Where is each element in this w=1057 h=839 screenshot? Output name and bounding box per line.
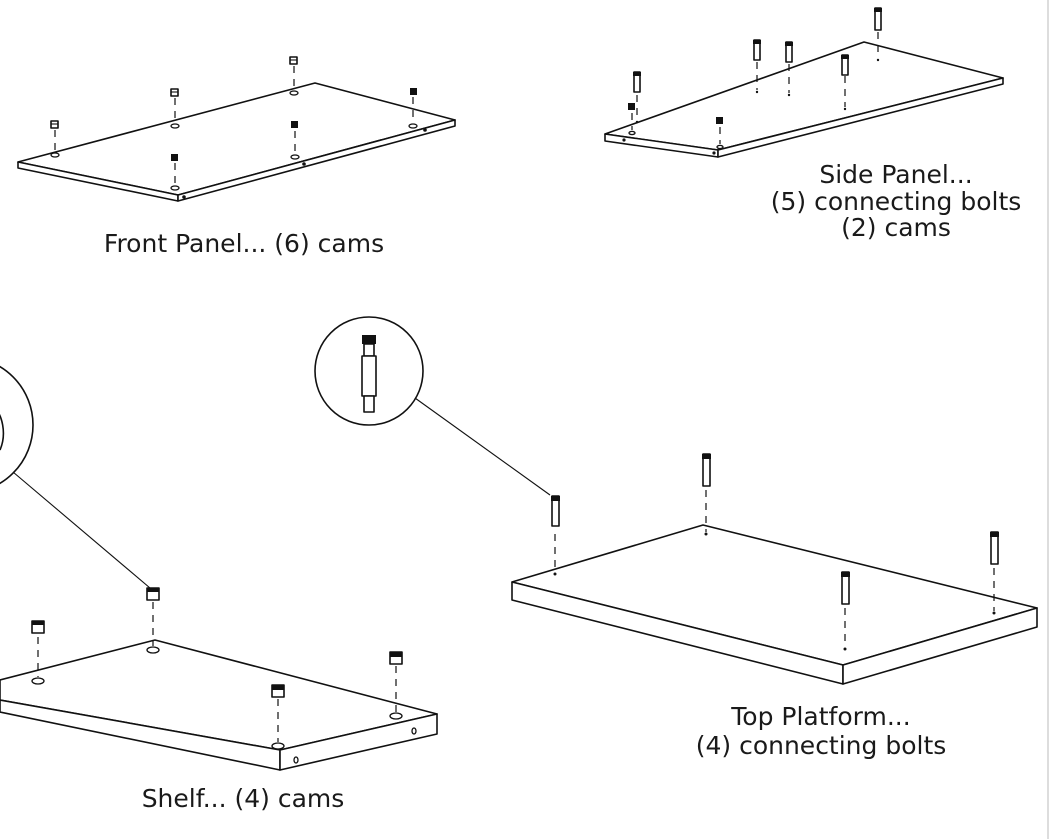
front-panel-hole: [170, 123, 180, 129]
top-platform-caption-line1: Top Platform...: [730, 702, 910, 731]
side-panel-side-edge: [717, 77, 1004, 158]
connecting-bolt-icon: [753, 39, 761, 61]
connecting-bolt-icon: [702, 453, 711, 487]
shelf-hole: [389, 712, 403, 720]
top-platform-caption-line2: (4) connecting bolts: [696, 731, 947, 760]
side-panel-hole: [716, 144, 724, 150]
front-panel-hole: [170, 185, 180, 191]
connecting-bolt-icon: [841, 54, 849, 76]
shelf-zoom-callout: [0, 365, 34, 485]
shelf-side-edge: [279, 713, 438, 771]
cam-icon: [289, 56, 298, 65]
side-panel-caption-line3: (2) cams: [841, 213, 951, 242]
cam-icon: [628, 103, 635, 110]
shelf-diagram: [0, 365, 438, 771]
side-panel-edge-hole: [712, 151, 716, 155]
connecting-bolt-icon: [551, 495, 560, 527]
cam-icon: [271, 684, 285, 698]
connecting-bolt-icon: [990, 531, 999, 565]
front-panel-edge-hole: [423, 128, 427, 132]
front-panel-edge-hole: [182, 195, 186, 199]
cam-icon: [389, 651, 403, 665]
front-panel-edge-hole: [302, 162, 306, 166]
bolt-zoom-detail: [361, 335, 377, 413]
shelf-caption: Shelf... (4) cams: [142, 784, 345, 813]
top-platform-side-edge: [842, 607, 1038, 685]
front-panel-diagram: [17, 56, 456, 202]
cam-icon: [171, 154, 178, 161]
top-platform-diagram: [314, 316, 1038, 685]
front-panel-hole: [408, 123, 418, 129]
cam-icon: [50, 120, 59, 129]
cam-icon: [410, 88, 417, 95]
connecting-bolt-icon: [785, 41, 793, 63]
shelf-edge-hole: [411, 727, 417, 735]
connecting-bolt-icon: [633, 71, 641, 93]
cam-icon: [291, 121, 298, 128]
cam-icon: [146, 587, 160, 601]
front-panel-caption: Front Panel... (6) cams: [104, 229, 384, 258]
side-panel-diagram: [604, 7, 1004, 158]
side-panel-caption-line2: (5) connecting bolts: [771, 187, 1022, 216]
top-platform-zoom-callout: [314, 316, 424, 426]
front-panel-hole: [289, 90, 299, 96]
shelf-edge-hole: [293, 756, 299, 764]
front-panel-side-edge: [177, 119, 456, 202]
cam-icon: [716, 117, 723, 124]
cam-icon: [170, 88, 179, 97]
side-panel-edge-hole: [622, 138, 626, 142]
cam-icon: [31, 620, 45, 634]
connecting-bolt-icon: [874, 7, 882, 31]
shelf-hole: [271, 742, 285, 750]
shelf-hole: [146, 646, 160, 654]
connecting-bolt-icon: [841, 571, 850, 605]
side-panel-caption-line1: Side Panel...: [819, 160, 972, 189]
front-panel-hole: [50, 152, 60, 158]
front-panel-hole: [290, 154, 300, 160]
shelf-hole: [31, 677, 45, 685]
side-panel-hole: [628, 130, 636, 136]
